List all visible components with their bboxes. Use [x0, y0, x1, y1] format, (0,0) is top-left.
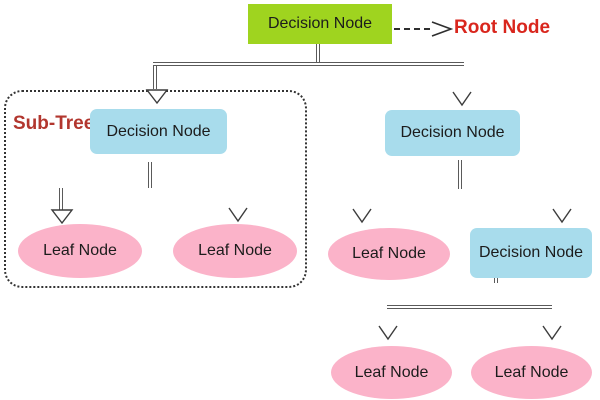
leaf-node: Leaf Node: [18, 224, 142, 278]
root-decision-node: Decision Node: [248, 4, 392, 44]
bottom-decision-node: Decision Node: [470, 228, 592, 278]
leaf-node-label: Leaf Node: [352, 245, 426, 262]
right-decision-node: Decision Node: [385, 110, 520, 156]
leaf-node: Leaf Node: [471, 346, 592, 399]
subtree-decision-node: Decision Node: [90, 109, 227, 154]
connector-bottom-decision-tick: [494, 278, 498, 283]
leaf-node-label: Leaf Node: [354, 363, 429, 381]
connector-bottom-bar: [387, 305, 552, 309]
arrow-down-icon: [145, 89, 169, 105]
arrow-down-icon: [452, 91, 472, 107]
connector-root-drop: [316, 44, 320, 63]
arrow-down-icon: [50, 209, 74, 225]
bottom-decision-node-label: Decision Node: [478, 244, 584, 261]
right-decision-node-label: Decision Node: [400, 124, 505, 141]
leaf-node-label: Leaf Node: [494, 363, 569, 381]
subtree-decision-node-label: Decision Node: [106, 122, 211, 140]
subtree-label: Sub-Tree: [13, 113, 95, 134]
connector-left-elbow: [153, 65, 157, 89]
root-decision-node-label: Decision Node: [267, 15, 373, 32]
root-node-annotation: Root Node: [454, 17, 551, 38]
leaf-node: Leaf Node: [331, 346, 452, 399]
leaf-node-label: Leaf Node: [198, 242, 272, 259]
arrow-down-icon: [542, 325, 562, 341]
connector-subtree-decision-stub: [148, 162, 152, 188]
arrow-right-icon: [431, 21, 454, 37]
arrow-down-icon: [228, 207, 248, 223]
leaf-node: Leaf Node: [328, 228, 450, 280]
arrow-down-icon: [352, 208, 372, 224]
leaf-node: Leaf Node: [173, 224, 297, 278]
arrow-down-icon: [552, 208, 572, 224]
arrow-down-icon: [378, 325, 398, 341]
connector-right-decision-stub: [458, 160, 462, 189]
annotation-dashed-line: [394, 28, 430, 30]
leaf-node-label: Leaf Node: [43, 242, 117, 259]
connector-main-bar: [153, 62, 464, 66]
connector-leaf1-shaft: [59, 188, 63, 211]
